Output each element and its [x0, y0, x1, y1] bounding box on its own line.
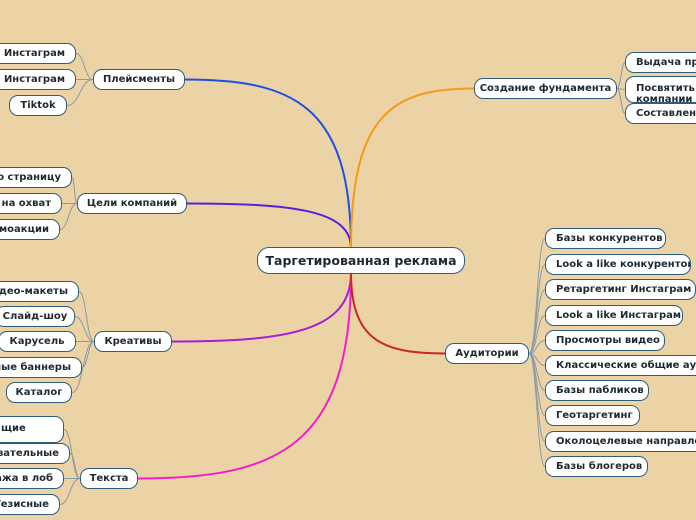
link-root-texts — [137, 272, 352, 480]
leaf-texts-4[interactable]: Тезисные — [0, 494, 60, 515]
link-placements-1 — [75, 53, 94, 80]
branch-audiences[interactable]: Аудитории — [445, 343, 529, 364]
leaf-texts-2[interactable]: вательные — [0, 443, 70, 464]
leaf-goals-2[interactable]: к на охват — [0, 193, 62, 214]
leaf-creatives-3[interactable]: Карусель — [0, 331, 76, 352]
link-goals-1 — [71, 177, 78, 204]
leaf-creatives-4[interactable]: нные баннеры — [0, 357, 82, 378]
leaf-texts-1[interactable]: щие — [0, 416, 64, 443]
link-audiences-4 — [528, 315, 546, 354]
branch-goals[interactable]: Цели компаний — [77, 193, 187, 214]
link-audiences-9 — [528, 353, 546, 442]
link-creatives-2 — [74, 316, 95, 342]
leaf-audiences-4[interactable]: Look a like Инстаграм — [545, 305, 683, 326]
leaf-goals-1[interactable]: ю страницу — [0, 167, 72, 188]
link-goals-3 — [59, 203, 78, 230]
leaf-placements-1[interactable]: а Инстаграм — [0, 43, 76, 64]
leaf-foundation-3[interactable]: Составлени — [625, 103, 696, 124]
leaf-foundation-2[interactable]: Посвятить компании — [625, 76, 696, 103]
link-audiences-5 — [528, 340, 546, 354]
link-root-foundation — [350, 87, 475, 249]
leaf-placements-2[interactable]: с Инстаграм — [0, 69, 76, 90]
link-creatives-1 — [78, 291, 95, 342]
leaf-audiences-10[interactable]: Базы блогеров — [545, 456, 648, 477]
link-texts-4 — [59, 478, 81, 505]
link-audiences-2 — [528, 264, 546, 354]
link-root-audiences — [350, 272, 446, 355]
link-root-placements — [184, 78, 352, 249]
link-texts-2 — [69, 453, 81, 479]
link-creatives-5 — [71, 341, 95, 393]
link-root-goals — [186, 202, 352, 249]
leaf-audiences-6[interactable]: Классические общие ауди — [545, 355, 696, 376]
leaf-goals-3[interactable]: моакции — [0, 219, 60, 240]
leaf-creatives-5[interactable]: Каталог — [6, 382, 72, 403]
leaf-creatives-1[interactable]: идео-макеты — [0, 281, 79, 302]
root-topic[interactable]: Таргетированная реклама — [257, 247, 465, 274]
leaf-foundation-1[interactable]: Выдача пра — [625, 52, 696, 73]
leaf-audiences-5[interactable]: Просмотры видео — [545, 330, 665, 351]
leaf-texts-3[interactable]: дажа в лоб — [0, 468, 64, 489]
leaf-creatives-2[interactable]: Слайд-шоу — [0, 306, 75, 327]
leaf-audiences-2[interactable]: Look a like конкурентов — [545, 254, 691, 275]
leaf-audiences-7[interactable]: Базы пабликов — [545, 380, 649, 401]
link-root-creatives — [171, 272, 352, 343]
branch-foundation[interactable]: Создание фундамента — [474, 78, 617, 99]
branch-placements[interactable]: Плейсменты — [93, 69, 185, 90]
branch-creatives[interactable]: Креативы — [94, 331, 172, 352]
leaf-audiences-3[interactable]: Ретаргетинг Инстаграм — [545, 279, 696, 300]
leaf-audiences-1[interactable]: Базы конкурентов — [545, 228, 666, 249]
link-placements-3 — [66, 79, 94, 106]
leaf-audiences-9[interactable]: Околоцелевые направлен — [545, 431, 696, 452]
link-foundation-3 — [616, 88, 626, 114]
link-audiences-10 — [528, 353, 546, 467]
branch-texts[interactable]: Текста — [80, 468, 138, 489]
leaf-placements-3[interactable]: Tiktok — [9, 95, 67, 116]
link-foundation-1 — [616, 62, 626, 89]
leaf-audiences-8[interactable]: Геотаргетинг — [545, 405, 640, 426]
